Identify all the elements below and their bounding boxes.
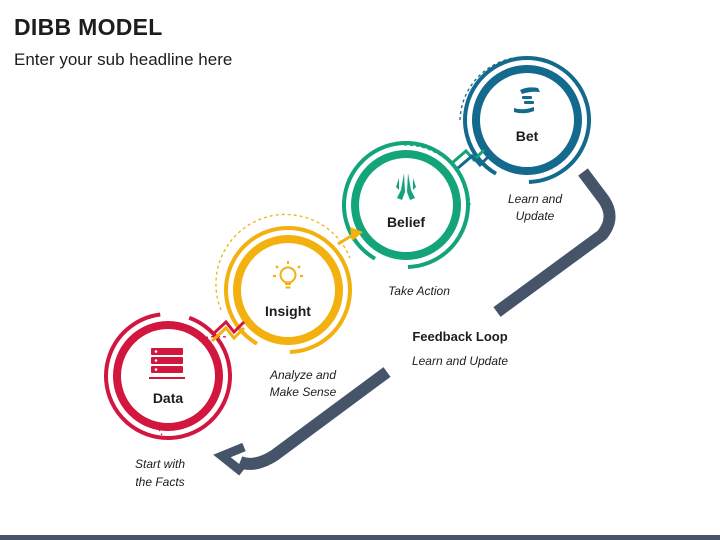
- node-label-data: Data: [153, 390, 184, 406]
- caption-data-line-1: Start with: [135, 457, 185, 471]
- caption-insight-line-1: Analyze and: [269, 368, 336, 382]
- page-title: DIBB MODEL: [14, 14, 163, 40]
- hands-coin-icon: [514, 87, 540, 114]
- feedback-loop-arrow: [237, 168, 616, 470]
- connector-belief-bet: [451, 148, 492, 170]
- node-bet: Bet: [459, 56, 591, 184]
- caption-data-line-2: the Facts: [135, 475, 184, 489]
- node-insight: Insight: [215, 213, 352, 354]
- node-label-bet: Bet: [516, 128, 539, 144]
- node-belief: Belief: [342, 141, 471, 269]
- caption-bet-line-2: Update: [516, 209, 555, 223]
- node-data: Data: [104, 312, 232, 440]
- bottom-bar: [0, 535, 720, 540]
- caption-insight-line-2: Make Sense: [270, 385, 337, 399]
- caption-belief-line-1: Take Action: [388, 284, 450, 298]
- feedback-loop-title: Feedback Loop: [412, 329, 507, 344]
- connector-insight-belief: [337, 227, 363, 246]
- node-label-insight: Insight: [265, 303, 311, 319]
- lightbulb-icon: [273, 261, 303, 289]
- connector-data-insight: [210, 319, 246, 343]
- server-icon: [149, 348, 185, 379]
- caption-bet-line-1: Learn and: [508, 192, 562, 206]
- node-label-belief: Belief: [387, 214, 425, 230]
- page-subtitle: Enter your sub headline here: [14, 50, 233, 69]
- feedback-loop-arrowhead: [213, 442, 246, 476]
- feedback-loop-subtitle: Learn and Update: [412, 354, 508, 368]
- praying-hands-icon: [396, 173, 416, 200]
